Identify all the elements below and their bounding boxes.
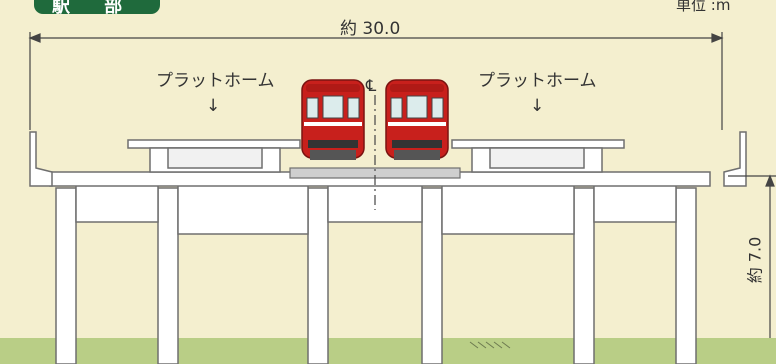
column-4 xyxy=(421,187,443,364)
left-train xyxy=(301,79,365,160)
platform-label-right: プラットホーム xyxy=(478,71,597,91)
unit-label: 単位 :m xyxy=(676,0,731,14)
column-3 xyxy=(307,187,329,364)
platform-label-left: プラットホーム xyxy=(156,71,275,91)
section-badge-label: 駅 部 xyxy=(52,0,137,17)
right-parapet xyxy=(723,131,747,187)
height-dimension xyxy=(728,174,776,338)
ground xyxy=(0,338,776,364)
columns xyxy=(55,187,697,364)
column-5 xyxy=(573,187,595,364)
right-platform xyxy=(451,139,625,173)
width-dimension xyxy=(28,32,724,130)
overall-width-label: 約 30.0 xyxy=(340,19,401,39)
left-parapet xyxy=(29,131,53,187)
centerline-label: ℄ xyxy=(366,76,377,95)
section-badge xyxy=(34,0,160,14)
right-train xyxy=(385,79,449,160)
column-1 xyxy=(55,187,77,364)
left-platform xyxy=(127,139,301,173)
column-6 xyxy=(675,187,697,364)
ground-hatch xyxy=(469,341,511,349)
height-label: 約 7.0 xyxy=(745,236,765,284)
platform-arrow-right: ↓ xyxy=(530,96,545,116)
column-2 xyxy=(157,187,179,364)
platform-arrow-left: ↓ xyxy=(206,96,221,116)
